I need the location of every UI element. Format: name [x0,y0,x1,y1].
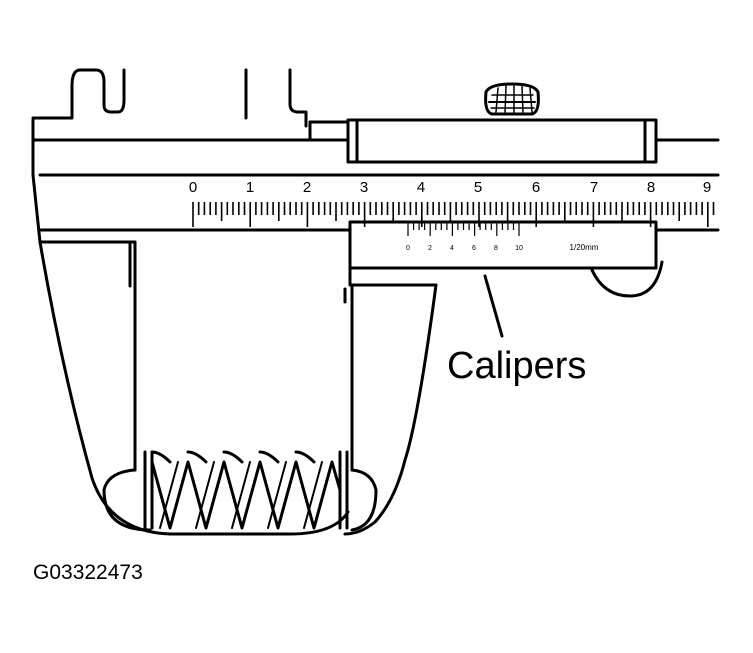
main-scale-label: 7 [590,179,598,196]
vernier-scale-label: 4 [450,245,454,252]
main-scale-label: 6 [532,179,540,196]
vernier-scale-label: 0 [406,245,410,252]
main-scale-label: 1 [246,179,254,196]
figure-id: G03322473 [33,561,143,584]
vernier-scale-label: 8 [494,245,498,252]
coil-spring-icon [143,450,349,530]
main-scale-ticks [192,202,715,227]
lower-slider-jaw [343,283,438,536]
main-scale-label: 4 [417,179,425,196]
main-scale-label: 2 [303,179,311,196]
depth-rod-roller [590,260,664,298]
main-scale-label: 3 [360,179,368,196]
main-scale-label: 5 [474,179,482,196]
vernier-scale-labels: 0 2 4 6 8 10 1/20mm [406,243,599,252]
main-scale-label: 9 [703,179,711,196]
main-beam [31,118,720,244]
upper-slider-jaw [244,68,308,128]
vernier-scale-label: 6 [472,245,476,252]
vernier-scale-label: 2 [428,245,432,252]
main-scale-label: 8 [647,179,655,196]
callout-leader-line [483,274,504,338]
upper-fixed-jaw [31,68,126,120]
lower-fixed-jaw [38,240,350,536]
main-scale-labels: 0 1 2 3 4 5 6 7 8 9 [189,179,711,196]
knurled-thumb-wheel-icon [484,82,540,116]
vernier-scale-ticks [407,222,520,236]
main-scale-label: 0 [189,179,197,196]
vernier-resolution: 1/20mm [570,243,599,252]
vernier-scale-label: 10 [515,245,523,252]
calipers-callout-label: Calipers [447,345,587,387]
